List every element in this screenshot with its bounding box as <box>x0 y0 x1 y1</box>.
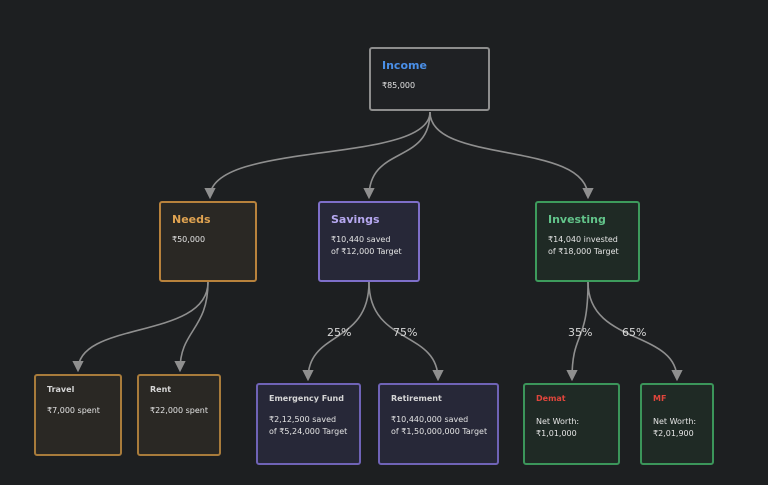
node-demat-line-2: ₹1,01,000 <box>536 429 577 438</box>
node-rent-title: Rent <box>150 385 172 394</box>
node-savings-title: Savings <box>331 213 380 226</box>
edge-label-investing-mf: 65% <box>622 326 647 339</box>
node-needs-line-1: ₹50,000 <box>172 235 206 244</box>
node-income-title: Income <box>382 59 427 72</box>
node-retirement-title: Retirement <box>391 394 442 403</box>
node-retirement-line-2: of ₹1,50,000,000 Target <box>391 427 488 436</box>
node-travel-line-1: ₹7,000 spent <box>47 406 100 415</box>
node-emergency-fund[interactable]: Emergency Fund ₹2,12,500 saved of ₹5,24,… <box>256 383 361 465</box>
node-travel[interactable]: Travel ₹7,000 spent <box>34 374 122 456</box>
node-needs[interactable]: Needs ₹50,000 <box>159 201 257 282</box>
node-savings[interactable]: Savings ₹10,440 saved of ₹12,000 Target <box>318 201 420 282</box>
node-demat-title: Demat <box>536 394 566 403</box>
edge-income-investing <box>429 111 594 200</box>
edge-needs-rent <box>174 281 209 373</box>
node-investing-line-2: of ₹18,000 Target <box>548 247 619 256</box>
node-needs-title: Needs <box>172 213 211 226</box>
node-mf-line-2: ₹2,01,900 <box>653 429 694 438</box>
edge-savings-emergency <box>302 281 370 382</box>
node-income[interactable]: Income ₹85,000 <box>369 47 490 111</box>
edge-label-savings-emergency: 25% <box>327 326 352 339</box>
node-retirement[interactable]: Retirement ₹10,440,000 saved of ₹1,50,00… <box>378 383 499 465</box>
node-mf-line-1: Net Worth: <box>653 417 697 426</box>
node-investing-line-1: ₹14,040 invested <box>548 235 618 244</box>
node-emergency-title: Emergency Fund <box>269 394 344 403</box>
node-savings-line-2: of ₹12,000 Target <box>331 247 402 256</box>
node-emergency-line-1: ₹2,12,500 saved <box>269 415 337 424</box>
node-investing-title: Investing <box>548 213 606 226</box>
edge-investing-demat <box>566 281 589 382</box>
edge-label-investing-demat: 35% <box>568 326 593 339</box>
node-mf-title: MF <box>653 394 667 403</box>
edge-income-savings <box>363 111 431 200</box>
node-rent-line-1: ₹22,000 spent <box>150 406 208 415</box>
node-emergency-line-2: of ₹5,24,000 Target <box>269 427 348 436</box>
node-investing[interactable]: Investing ₹14,040 invested of ₹18,000 Ta… <box>535 201 640 282</box>
edge-income-needs <box>204 111 431 200</box>
edge-savings-retirement <box>368 281 444 382</box>
node-rent[interactable]: Rent ₹22,000 spent <box>137 374 221 456</box>
node-savings-line-1: ₹10,440 saved <box>331 235 391 244</box>
edge-label-savings-retirement: 75% <box>393 326 418 339</box>
edge-needs-travel <box>72 281 209 373</box>
node-income-line-1: ₹85,000 <box>382 81 416 90</box>
node-travel-title: Travel <box>47 385 75 394</box>
node-demat-line-1: Net Worth: <box>536 417 580 426</box>
node-retirement-line-1: ₹10,440,000 saved <box>391 415 469 424</box>
node-mf[interactable]: MF Net Worth: ₹2,01,900 <box>640 383 714 465</box>
node-demat[interactable]: Demat Net Worth: ₹1,01,000 <box>523 383 620 465</box>
edge-investing-mf <box>587 281 683 382</box>
